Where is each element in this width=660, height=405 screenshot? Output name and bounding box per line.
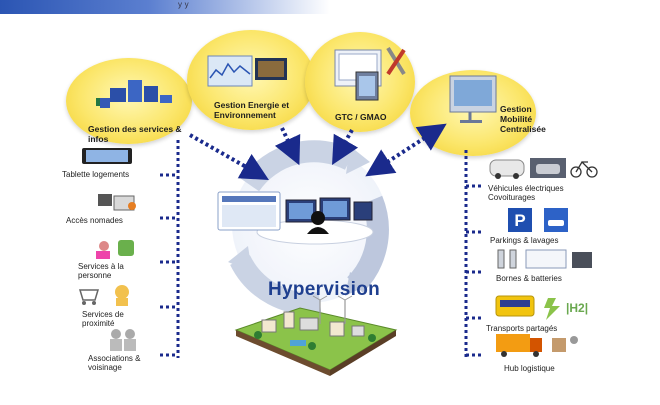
label-tablette: Tablette logements: [62, 170, 130, 179]
car-wash-icon: [544, 208, 568, 232]
bicycle-icon: [570, 160, 598, 178]
charging-station-icon: [497, 249, 592, 269]
electric-car-icon: [489, 159, 525, 179]
people-handshake-icon: [110, 329, 136, 351]
label-acces-nomades: Accès nomades: [66, 216, 123, 225]
label-gestion-energie: Gestion Energie et Environnement: [214, 100, 290, 120]
right-dotted-tree: [464, 150, 484, 358]
eco-city-illustration: [234, 295, 398, 376]
label-services-personne: Services à la personne: [78, 262, 124, 280]
energy-monitor-icon: [207, 55, 287, 87]
header-gradient-bar: [0, 0, 330, 14]
personal-services-icon: [96, 240, 134, 259]
hypervision-title: Hypervision: [268, 279, 381, 300]
lightning-icon: [544, 298, 560, 320]
label-bornes: Bornes & batteries: [496, 274, 562, 283]
header-text-fragment: y y: [178, 0, 189, 9]
svg-text:|H2|: |H2|: [566, 301, 588, 315]
hydrogen-icon: |H2|: [566, 301, 588, 315]
label-hub: Hub logistique: [504, 364, 555, 373]
mobile-devices-icon: [98, 194, 136, 211]
gtc-computer-tools-icon: [334, 46, 406, 101]
label-associations: Associations & voisinage: [88, 354, 141, 372]
delivery-truck-icon: [496, 334, 578, 357]
car-photo-icon: [530, 158, 566, 178]
label-gestion-services: Gestion des services & infos: [88, 124, 182, 144]
left-dotted-tree: [160, 140, 180, 358]
label-vehicules: Véhicules électriques Covoiturages: [488, 184, 564, 202]
bus-icon: [495, 295, 535, 317]
svg-text:P: P: [514, 211, 525, 230]
parking-sign-icon: P: [508, 208, 532, 232]
tablet-icon: [82, 148, 132, 164]
control-room-illustration: [217, 191, 374, 245]
label-transports: Transports partagés: [486, 324, 558, 333]
label-parkings: Parkings & lavages: [490, 236, 559, 245]
label-gestion-mobilite: Gestion Mobilité Centralisée: [500, 104, 546, 134]
label-services-proximite: Services de proximité: [82, 310, 124, 328]
dotted-arrows: [189, 123, 447, 180]
mobility-screen-icon: [449, 75, 497, 123]
label-gtc-gmao: GTC / GMAO: [335, 112, 387, 122]
shopping-cart-icon: [78, 285, 129, 306]
buildings-icon: [96, 80, 172, 108]
